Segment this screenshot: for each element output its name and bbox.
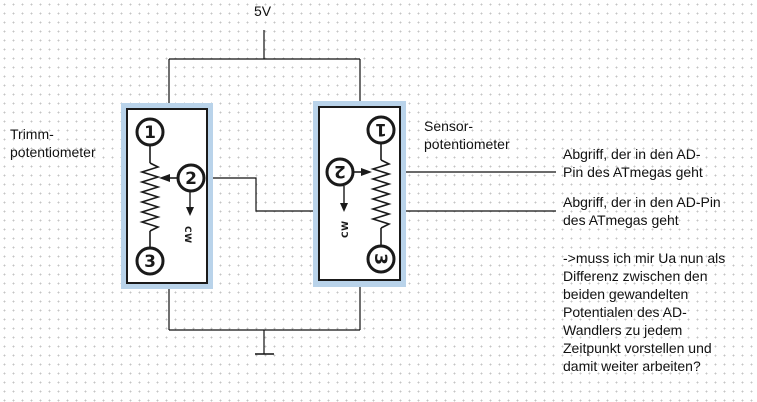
sensor-tap-note-line2: Pin des ATmegas geht xyxy=(563,164,703,180)
sensor-wiper-arrow xyxy=(361,168,372,176)
supply-voltage-label: 5V xyxy=(254,3,272,19)
trim-cw-arrow xyxy=(186,207,194,216)
sensor-pin2-circle xyxy=(325,157,355,187)
sensor-potentiometer: 1 2 3 CW xyxy=(313,101,406,287)
sensor-resistor xyxy=(370,159,392,229)
trim-pin1-circle xyxy=(135,117,165,147)
sensor-pin3-circle xyxy=(366,244,396,274)
sensor-tap-note-line1: Abgriff, der in den AD- xyxy=(563,146,701,162)
sensor-cw-arrow xyxy=(340,203,348,212)
sensor-pot-label-line1: Sensor- xyxy=(424,118,474,134)
trim-wiper-arrow xyxy=(159,174,170,182)
sensor-pin3-number: 3 xyxy=(370,253,390,265)
trim-pin2-number: 2 xyxy=(185,169,197,189)
sensor-pin2-number: 2 xyxy=(334,161,346,181)
sensor-pin1-number: 1 xyxy=(375,119,387,139)
trim-pin1-number: 1 xyxy=(144,123,156,143)
trim-cw-label: CW xyxy=(182,226,192,244)
trim-tap-note-line1: Abgriff, der in den AD-Pin xyxy=(563,194,721,210)
sensor-cw-label: CW xyxy=(341,220,351,238)
trim-potentiometer: 1 2 3 CW xyxy=(121,103,213,289)
sensor-pin1-circle xyxy=(366,115,396,145)
trim-resistor xyxy=(139,162,161,232)
trim-pin3-number: 3 xyxy=(144,252,156,272)
trim-pot-label-line1: Trimm- xyxy=(10,126,54,142)
trim-pin3-circle xyxy=(135,246,165,276)
trim-tap-note-line2: des ATmegas geht xyxy=(563,212,679,228)
sensor-pot-label-line2: potentiometer xyxy=(424,136,510,152)
question-note: ->muss ich mir Ua nun als Differenz zwis… xyxy=(563,250,726,374)
trim-pot-label-line2: potentiometer xyxy=(10,144,96,160)
trim-pin2-circle xyxy=(176,163,206,193)
